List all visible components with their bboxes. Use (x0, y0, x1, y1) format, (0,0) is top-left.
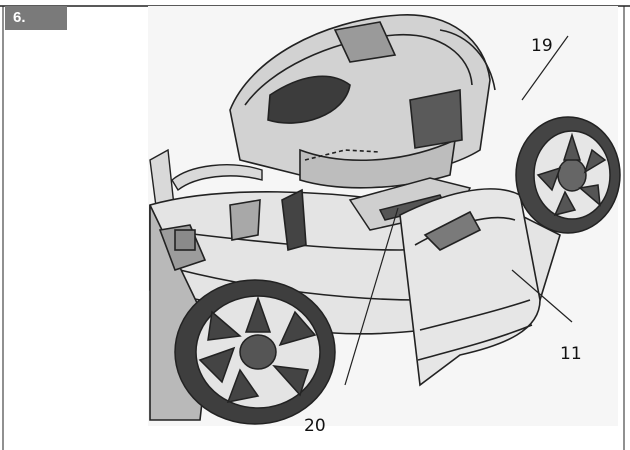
rear-wheel (515, 116, 621, 234)
callout-20: 20 (304, 416, 326, 436)
grass-collector (229, 14, 496, 189)
front-wheel (174, 279, 336, 425)
discharge-chute (399, 188, 541, 387)
callout-11: 11 (560, 344, 582, 364)
leader-line-19 (521, 35, 569, 101)
leader-line-20 (344, 207, 399, 386)
leader-line-11 (511, 269, 573, 323)
leader-lines (344, 35, 573, 386)
callout-19: 19 (531, 36, 553, 56)
figure-number-tag: 6. (5, 6, 67, 30)
